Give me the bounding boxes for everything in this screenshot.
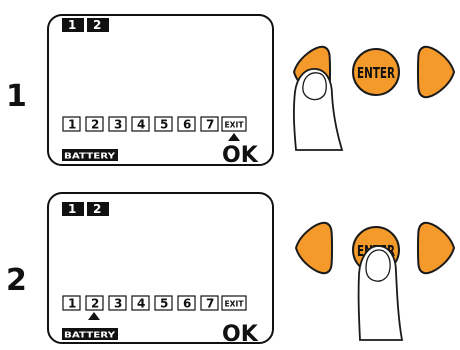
menu-item-2: 2 <box>91 118 99 132</box>
menu-item-7: 7 <box>206 297 214 311</box>
menu-item-1: 1 <box>68 118 76 132</box>
battery-label: BATTERY <box>64 152 115 161</box>
channel-1: 1 <box>68 202 76 216</box>
left-arrow-icon <box>296 223 332 273</box>
right-arrow-button[interactable] <box>418 47 454 97</box>
channel-2: 2 <box>93 202 101 216</box>
channel-2: 2 <box>93 18 101 32</box>
step-number: 1 <box>6 79 27 114</box>
menu-item-4: 4 <box>137 118 145 132</box>
menu-item-exit: EXIT <box>225 300 244 309</box>
ok-indicator: OK <box>222 143 259 168</box>
menu-item-7: 7 <box>206 118 214 132</box>
menu-item-exit: EXIT <box>225 121 244 130</box>
menu-row: 1 2 3 4 5 6 7 EXIT <box>63 117 246 132</box>
menu-item-5: 5 <box>160 297 168 311</box>
enter-button[interactable]: ENTER <box>353 49 399 95</box>
step-2: 2 1 2 1 2 3 4 5 6 7 EXIT <box>6 193 454 347</box>
enter-label: ENTER <box>357 64 395 82</box>
menu-item-2: 2 <box>91 297 99 311</box>
left-arrow-button[interactable] <box>296 223 332 273</box>
finger-icon <box>294 69 342 150</box>
menu-item-1: 1 <box>68 297 76 311</box>
menu-item-6: 6 <box>183 118 191 132</box>
menu-item-5: 5 <box>160 118 168 132</box>
menu-item-4: 4 <box>137 297 145 311</box>
battery-indicator: BATTERY <box>62 328 118 340</box>
right-arrow-icon <box>418 223 454 273</box>
menu-item-3: 3 <box>114 297 122 311</box>
ok-indicator: OK <box>222 322 259 347</box>
step-1: 1 1 2 1 2 3 4 5 6 7 EXIT <box>6 15 454 168</box>
battery-indicator: BATTERY <box>62 149 118 161</box>
menu-item-6: 6 <box>183 297 191 311</box>
right-arrow-button[interactable] <box>418 223 454 273</box>
step-number: 2 <box>6 263 27 298</box>
channel-1: 1 <box>68 18 76 32</box>
menu-row: 1 2 3 4 5 6 7 EXIT <box>63 296 246 311</box>
battery-label: BATTERY <box>64 331 115 340</box>
menu-item-3: 3 <box>114 118 122 132</box>
right-arrow-icon <box>418 47 454 97</box>
